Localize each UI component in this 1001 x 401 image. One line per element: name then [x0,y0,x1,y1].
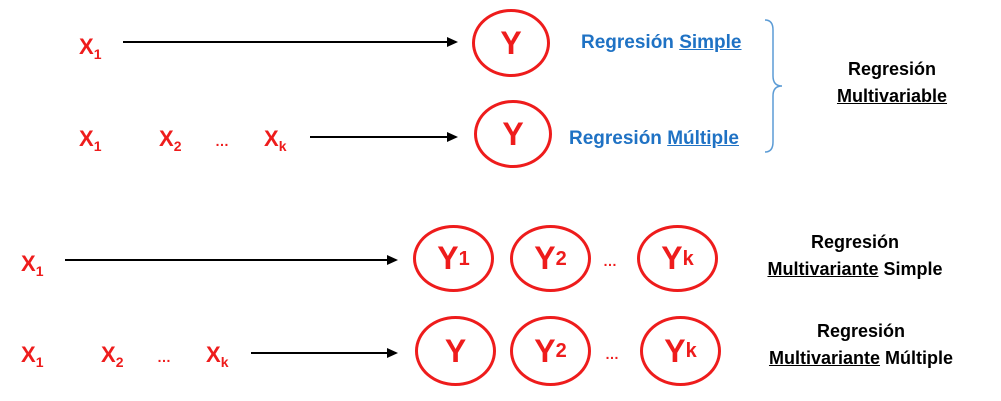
row2-label-regresion-multiple: Regresión Múltiple [569,128,739,149]
row1-arrow [123,37,458,47]
row2-input-xk: Xk [264,126,287,154]
row4-input-x1: X1 [21,342,44,370]
row2-input-ellipsis: … [215,133,229,149]
row2-input-x2: X2 [159,126,182,154]
group-label-regresion-multivariable: Regresión Multivariable [836,59,948,106]
row3-output-ellipsis: … [603,253,617,269]
row2-input-x1: X1 [79,126,102,154]
row4-input-x2: X2 [101,342,124,370]
row4-output-ellipsis: … [605,346,619,362]
curly-brace-icon [764,19,783,153]
row4-output-y: Y [415,316,496,386]
row1-output-y: Y [472,9,550,77]
row1-input-x1: X1 [79,34,102,62]
row3-input-x1: X1 [21,251,44,279]
row1-label-regresion-simple: Regresión Simple [581,32,742,53]
row4-label-multivariante-multiple: Regresión Multivariante Múltiple [768,321,954,368]
row2-arrow [310,132,458,142]
row2-output-y: Y [474,100,552,168]
row4-arrow [251,348,398,358]
row3-label-multivariante-simple: Regresión Multivariante Simple [767,232,943,279]
row3-arrow [65,255,398,265]
row4-input-xk: Xk [206,342,229,370]
row4-input-ellipsis: … [157,349,171,365]
